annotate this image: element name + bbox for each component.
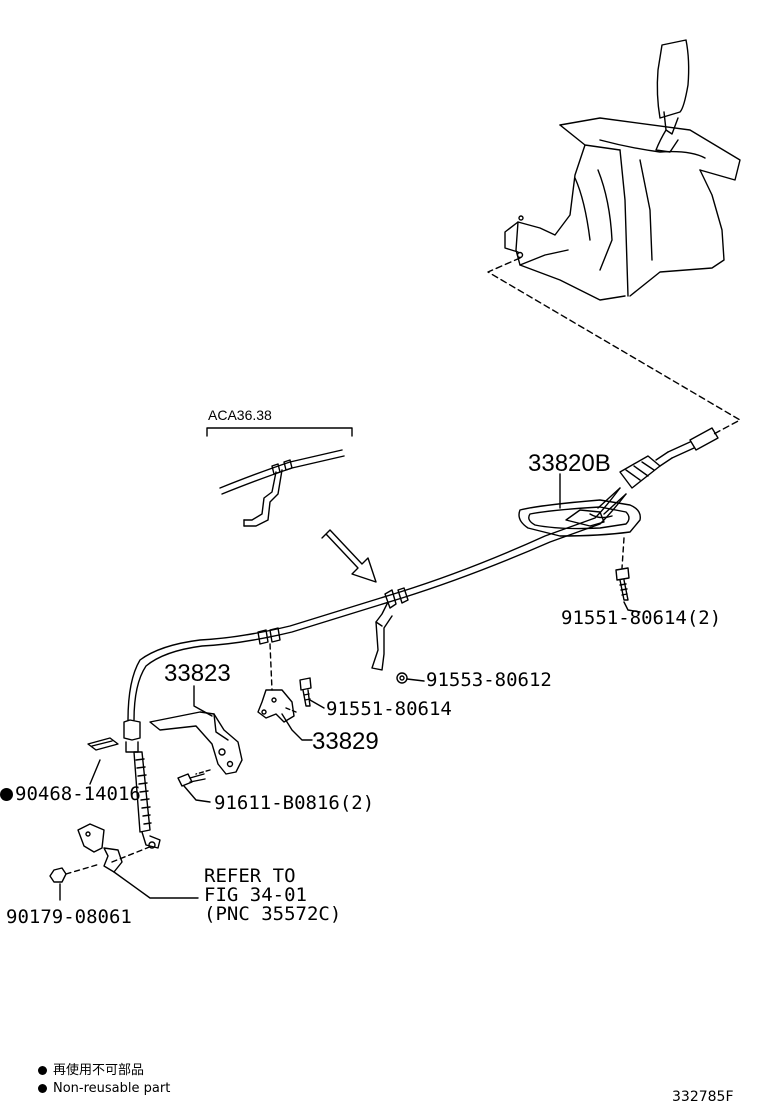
legend-en: Non-reusable part — [38, 1082, 170, 1095]
part-label-33820B[interactable]: 33820B — [528, 450, 611, 477]
part-label-90179-08061[interactable]: 90179-08061 — [6, 906, 132, 928]
shift-lever-assembly-illustration — [504, 39, 741, 301]
variant-label: ACA36.38 — [208, 407, 272, 423]
detail-arrow — [321, 529, 377, 583]
bolt-91553-80612-drawing — [396, 672, 425, 684]
part-label-33823[interactable]: 33823 — [164, 660, 231, 687]
bracket-33829-drawing — [257, 643, 313, 741]
bolt-91551-80614-2-drawing — [615, 537, 641, 613]
clip-90468-14016-drawing — [87, 737, 119, 785]
part-label-91553-80612[interactable]: 91553-80612 — [426, 669, 552, 691]
cable-bracket-center — [371, 601, 393, 671]
legend-dot-icon — [38, 1066, 47, 1075]
bracket-33823-drawing — [149, 685, 243, 775]
legend-en-text: Non-reusable part — [53, 1081, 171, 1096]
reference-line-2: FIG 34-01 — [204, 884, 307, 906]
lower-bracket-drawing — [77, 823, 199, 899]
part-label-91611-B0816-2[interactable]: 91611-B0816(2) — [214, 792, 375, 814]
transmission-control-cable — [123, 427, 719, 849]
nut-90179-08061-drawing — [49, 863, 101, 901]
legend-jp-text: 再使用不可部品 — [53, 1063, 145, 1078]
reference-line-3: (PNC 35572C) — [204, 903, 342, 925]
part-label-91551-80614-2[interactable]: 91551-80614(2) — [561, 607, 722, 629]
variant-inset-aca36-38 — [206, 427, 353, 527]
figure-id: 332785F — [672, 1089, 734, 1105]
dashed-leader-console — [487, 257, 741, 436]
part-label-91551-80614[interactable]: 91551-80614 — [326, 698, 452, 720]
legend-dot-icon — [38, 1084, 47, 1093]
reference-line-1: REFER TO — [204, 865, 296, 887]
part-label-90468-14016[interactable]: 90468-14016 — [0, 785, 141, 804]
legend-jp: 再使用不可部品 — [38, 1064, 144, 1077]
non-reusable-marker — [0, 788, 13, 801]
part-number-90468-14016: 90468-14016 — [15, 783, 141, 805]
cable-retainer-33820B — [518, 487, 641, 537]
bolt-91611-B0816-2-drawing — [177, 773, 211, 803]
bolt-91551-80614-drawing — [299, 677, 325, 709]
part-label-33829[interactable]: 33829 — [312, 728, 379, 755]
